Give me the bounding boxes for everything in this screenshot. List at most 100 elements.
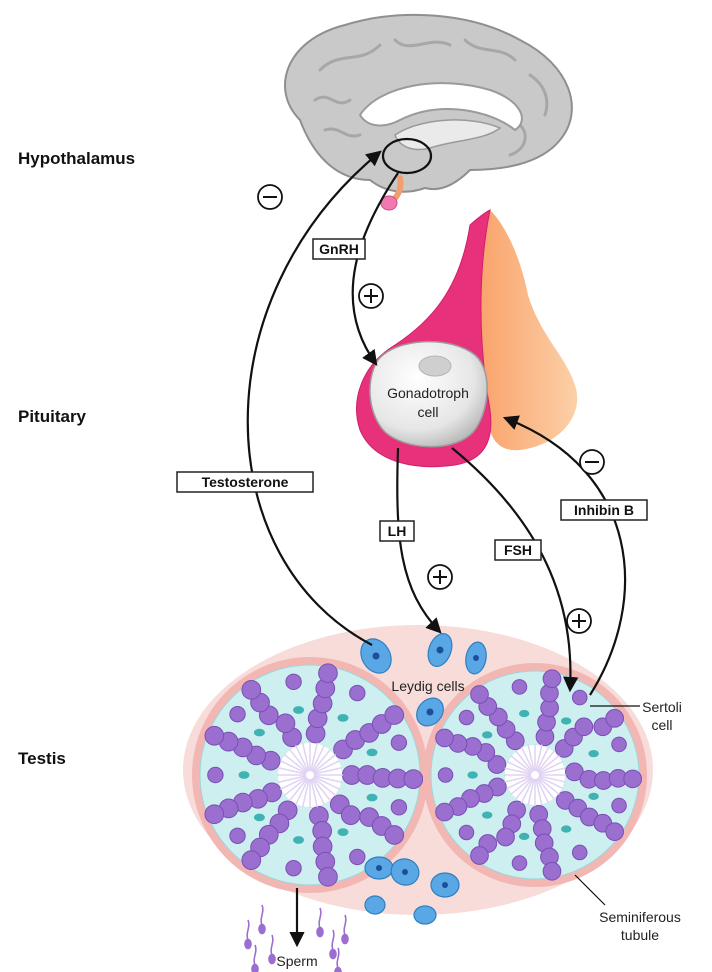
testosterone-label: Testosterone — [202, 474, 289, 490]
sperm-tail — [247, 920, 249, 940]
sertoli-nucleus — [588, 750, 598, 757]
sperm-head — [252, 965, 258, 972]
plus-sign-lh — [428, 565, 452, 589]
sertoli-nucleus — [293, 706, 304, 714]
sperm-head — [335, 968, 341, 972]
sperm-head — [342, 935, 348, 944]
germ-cell — [436, 729, 454, 747]
germ-cell — [286, 860, 301, 875]
lh-label: LH — [388, 523, 407, 539]
sertoli-nucleus — [561, 825, 571, 832]
testis-label: Testis — [18, 749, 66, 768]
germ-cell — [230, 706, 245, 721]
germ-cell — [385, 826, 404, 845]
sertoli-nucleus — [254, 729, 265, 737]
germ-cell — [276, 714, 295, 733]
germ-cell — [385, 706, 404, 725]
sertoli-nucleus — [338, 714, 349, 722]
germ-cell — [459, 825, 474, 840]
germ-cell — [471, 847, 489, 865]
gonadotroph-label-line2: cell — [417, 404, 438, 420]
germ-cell — [572, 690, 587, 705]
sperm-head — [269, 955, 275, 964]
germ-cell — [205, 726, 224, 745]
minus-sign-testosterone — [258, 185, 282, 209]
germ-cell — [512, 680, 527, 695]
sertoli-nucleus — [482, 811, 492, 818]
fsh-label: FSH — [504, 542, 532, 558]
pituitary-label: Pituitary — [18, 407, 87, 426]
sperm-tail — [254, 945, 256, 965]
germ-cell — [230, 828, 245, 843]
sertoli-nucleus — [482, 731, 492, 738]
germ-cell — [606, 710, 624, 728]
gnrh-label-box: GnRH — [313, 239, 365, 259]
lh-label-box: LH — [380, 521, 414, 541]
hypothalamus-label: Hypothalamus — [18, 149, 135, 168]
sperm-tail — [319, 908, 321, 928]
sertoli-nucleus — [519, 833, 529, 840]
germ-cell — [319, 867, 338, 886]
plus-sign-gnrh — [359, 284, 383, 308]
germ-cell — [543, 670, 561, 688]
germ-cell — [471, 686, 489, 704]
sperm-tail — [344, 915, 346, 935]
germ-cell — [612, 798, 627, 813]
sperm-tail — [261, 905, 263, 925]
germ-cell — [208, 767, 223, 782]
germ-cell — [286, 674, 301, 689]
brain — [285, 15, 572, 210]
germ-cell — [459, 710, 474, 725]
sperm-label: Sperm — [276, 953, 317, 969]
germ-cell — [575, 718, 593, 736]
germ-cell — [350, 849, 365, 864]
sertoli-nucleus — [367, 794, 378, 802]
germ-cell — [436, 803, 454, 821]
sperm-head — [330, 950, 336, 959]
sertoli-nucleus — [338, 828, 349, 836]
testosterone-label-box: Testosterone — [177, 472, 313, 492]
sertoli-nucleus — [519, 710, 529, 717]
inhibin-b-label: Inhibin B — [574, 502, 634, 518]
testis — [183, 625, 653, 924]
gonadotroph-cell: Gonadotroph cell — [370, 342, 487, 447]
germ-cell — [350, 685, 365, 700]
germ-cell — [242, 851, 261, 870]
germ-cell — [404, 770, 423, 789]
sperm-head — [317, 928, 323, 937]
sperm-tail — [271, 935, 273, 955]
germ-cell — [606, 823, 624, 841]
leydig-cells-label: Leydig cells — [391, 678, 464, 694]
germ-cell — [319, 664, 338, 683]
germ-cell — [391, 735, 406, 750]
sertoli-nucleus — [367, 749, 378, 757]
sperm-tail — [332, 930, 334, 950]
plus-sign-fsh — [567, 609, 591, 633]
sperm-head — [259, 925, 265, 934]
gonadotroph-label-line1: Gonadotroph — [387, 385, 469, 401]
sperm-tail — [337, 948, 339, 968]
germ-cell — [512, 856, 527, 871]
germ-cell — [543, 862, 561, 880]
germ-cell — [205, 805, 224, 824]
germ-cell — [497, 828, 515, 846]
germ-cell — [438, 768, 453, 783]
sertoli-nucleus — [254, 814, 265, 822]
germ-cell — [572, 845, 587, 860]
minus-sign-inhibin — [580, 450, 604, 474]
fsh-label-box: FSH — [495, 540, 541, 560]
sertoli-nucleus — [588, 793, 598, 800]
seminiferous-pointer-line — [575, 875, 605, 905]
germ-cell — [341, 806, 360, 825]
inhibin-b-label-box: Inhibin B — [561, 500, 647, 520]
germ-cell — [624, 770, 642, 788]
seminiferous-label-line1: Seminiferous — [599, 909, 681, 925]
sertoli-label-line1: Sertoli — [642, 699, 682, 715]
sertoli-nucleus — [293, 836, 304, 844]
seminiferous-tubule-right — [423, 663, 647, 887]
sertoli-label-line2: cell — [651, 717, 672, 733]
sertoli-nucleus — [239, 771, 250, 779]
sperm-head — [245, 940, 251, 949]
seminiferous-label-line2: tubule — [621, 927, 659, 943]
